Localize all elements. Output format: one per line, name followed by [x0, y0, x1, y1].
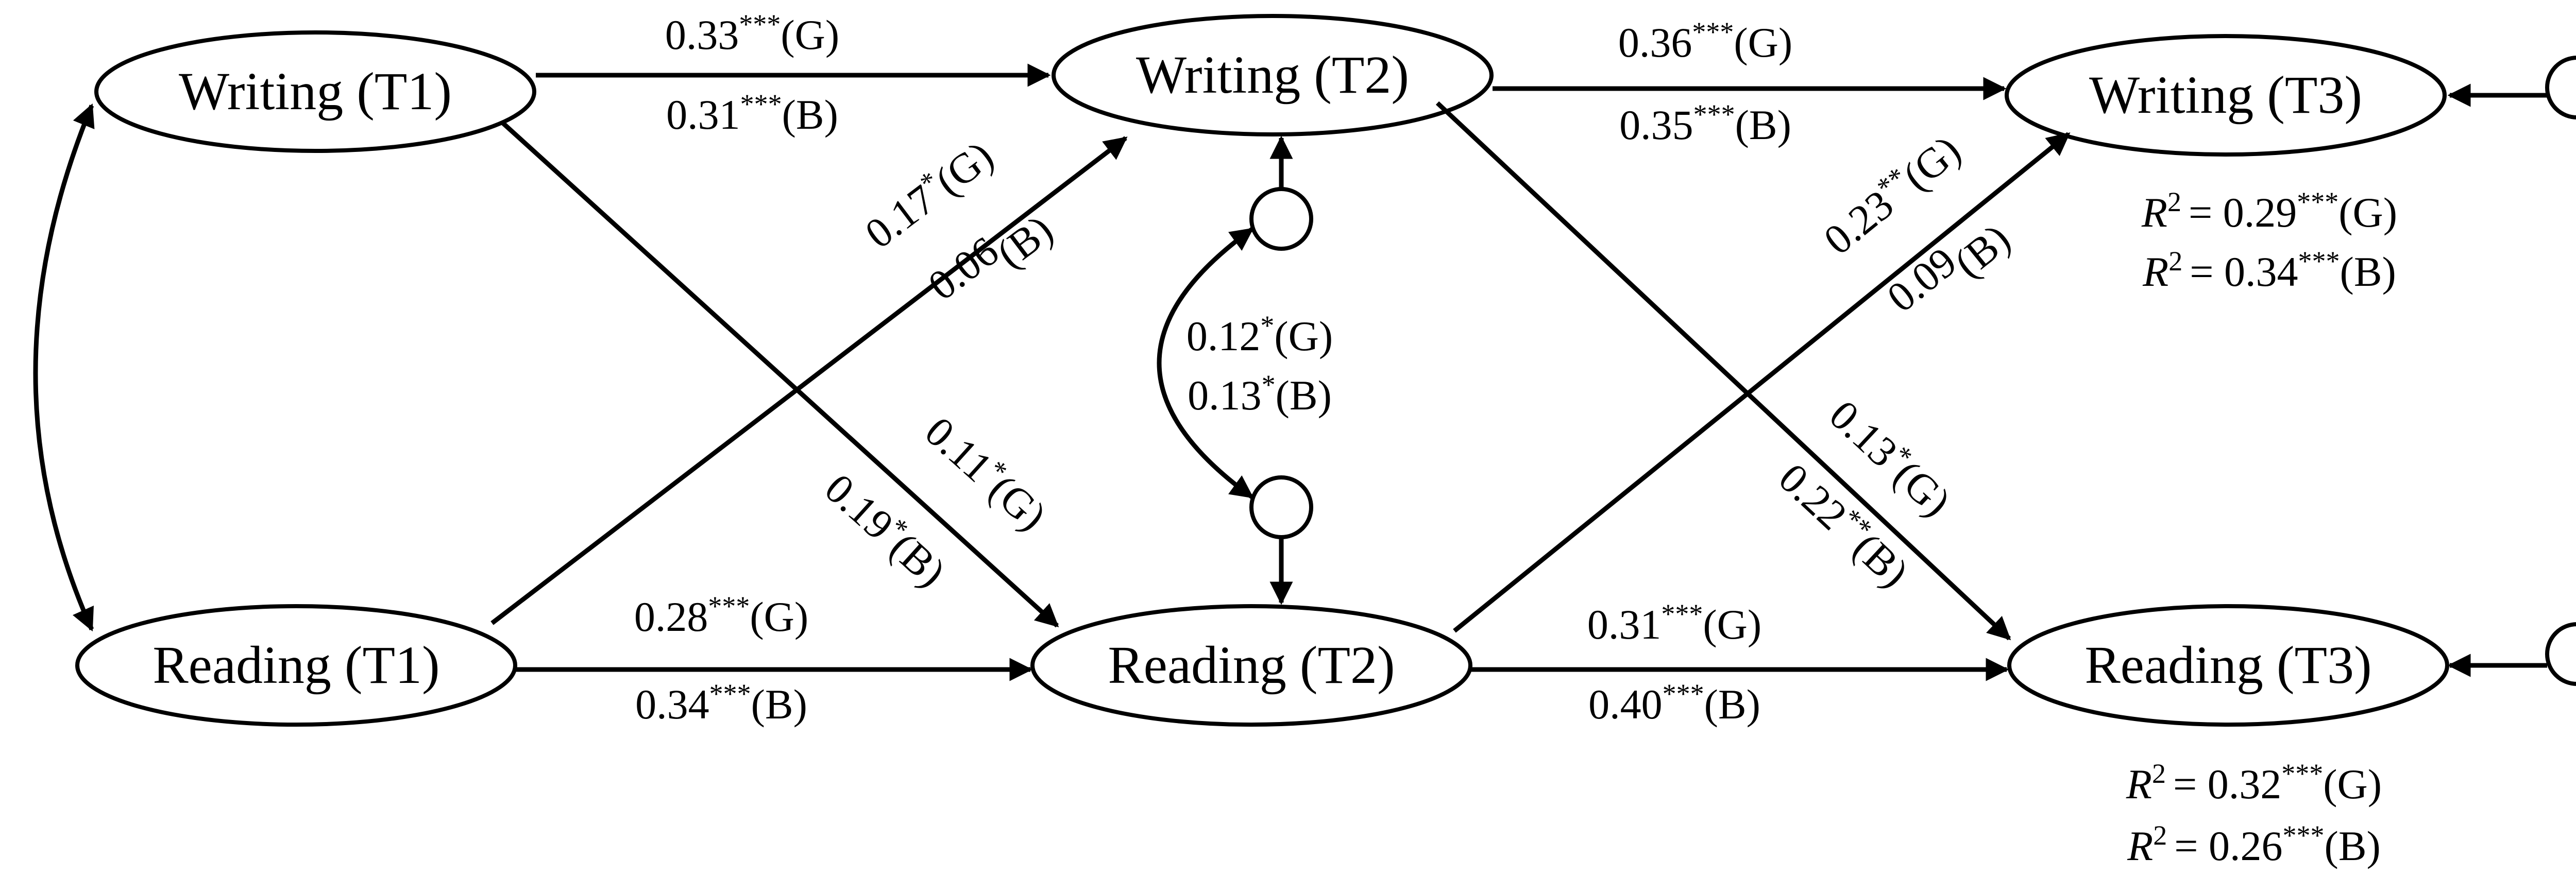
r2-reading-t3-b: R2= 0.26***(B) — [2127, 820, 2381, 869]
coef-r2-r3-g: 0.31***(G) — [1587, 598, 1761, 648]
path-reading-t2-to-writing-t3 — [1453, 132, 2071, 633]
coef-r2-r3-b: 0.40***(B) — [1588, 678, 1760, 728]
path-reading-t1-to-writing-t2 — [490, 136, 1128, 625]
coef-w1-r2-b: 0.19*(B) — [816, 462, 956, 596]
label-reading-t2: Reading (T2) — [1108, 636, 1395, 695]
node-writing-t1 — [94, 30, 536, 153]
covariance-t1 — [33, 103, 95, 632]
residual-reading-t2 — [1249, 475, 1313, 539]
label-reading-t3: Reading (T3) — [2084, 636, 2371, 695]
coef-r1-r2-g: 0.28***(G) — [634, 591, 808, 640]
coef-w2-w3-b: 0.35***(B) — [1619, 99, 1791, 148]
coef-w2-w3-g: 0.36***(G) — [1618, 16, 1792, 66]
path-writing-t2-to-reading-t3 — [1435, 101, 2011, 641]
node-reading-t1 — [75, 604, 517, 727]
residual-reading-t3 — [2545, 622, 2576, 686]
label-reading-t1: Reading (T1) — [152, 636, 439, 695]
covariance-residuals-t2 — [1157, 227, 1254, 499]
residual-writing-t3 — [2545, 56, 2576, 119]
r2-reading-t3-g: R2= 0.32***(G) — [2126, 758, 2382, 808]
r2-writing-t3-b: R2= 0.34***(B) — [2142, 246, 2396, 295]
r2-writing-t3-g: R2= 0.29***(G) — [2141, 186, 2397, 236]
label-writing-t1: Writing (T1) — [179, 62, 452, 121]
coef-w1-w2-b: 0.31***(B) — [666, 89, 838, 138]
coef-residual-cov-b: 0.13*(B) — [1188, 369, 1332, 419]
coef-r1-r2-b: 0.34***(B) — [635, 678, 807, 728]
coef-r2-w3-b: 0.09(B) — [1878, 203, 2019, 333]
residual-writing-t2 — [1249, 187, 1313, 251]
node-writing-t2 — [1052, 14, 1494, 136]
coef-w1-w2-g: 0.33***(G) — [665, 9, 839, 58]
label-writing-t2: Writing (T2) — [1136, 45, 1409, 105]
node-writing-t3 — [2005, 34, 2447, 157]
path-writing-t1-to-reading-t2 — [500, 121, 1059, 628]
coef-r2-w3-g: 0.23**(G) — [1814, 124, 1969, 264]
label-writing-t3: Writing (T3) — [2089, 65, 2362, 125]
coef-residual-cov-g: 0.12*(G) — [1187, 310, 1333, 359]
node-reading-t3 — [2007, 604, 2449, 727]
